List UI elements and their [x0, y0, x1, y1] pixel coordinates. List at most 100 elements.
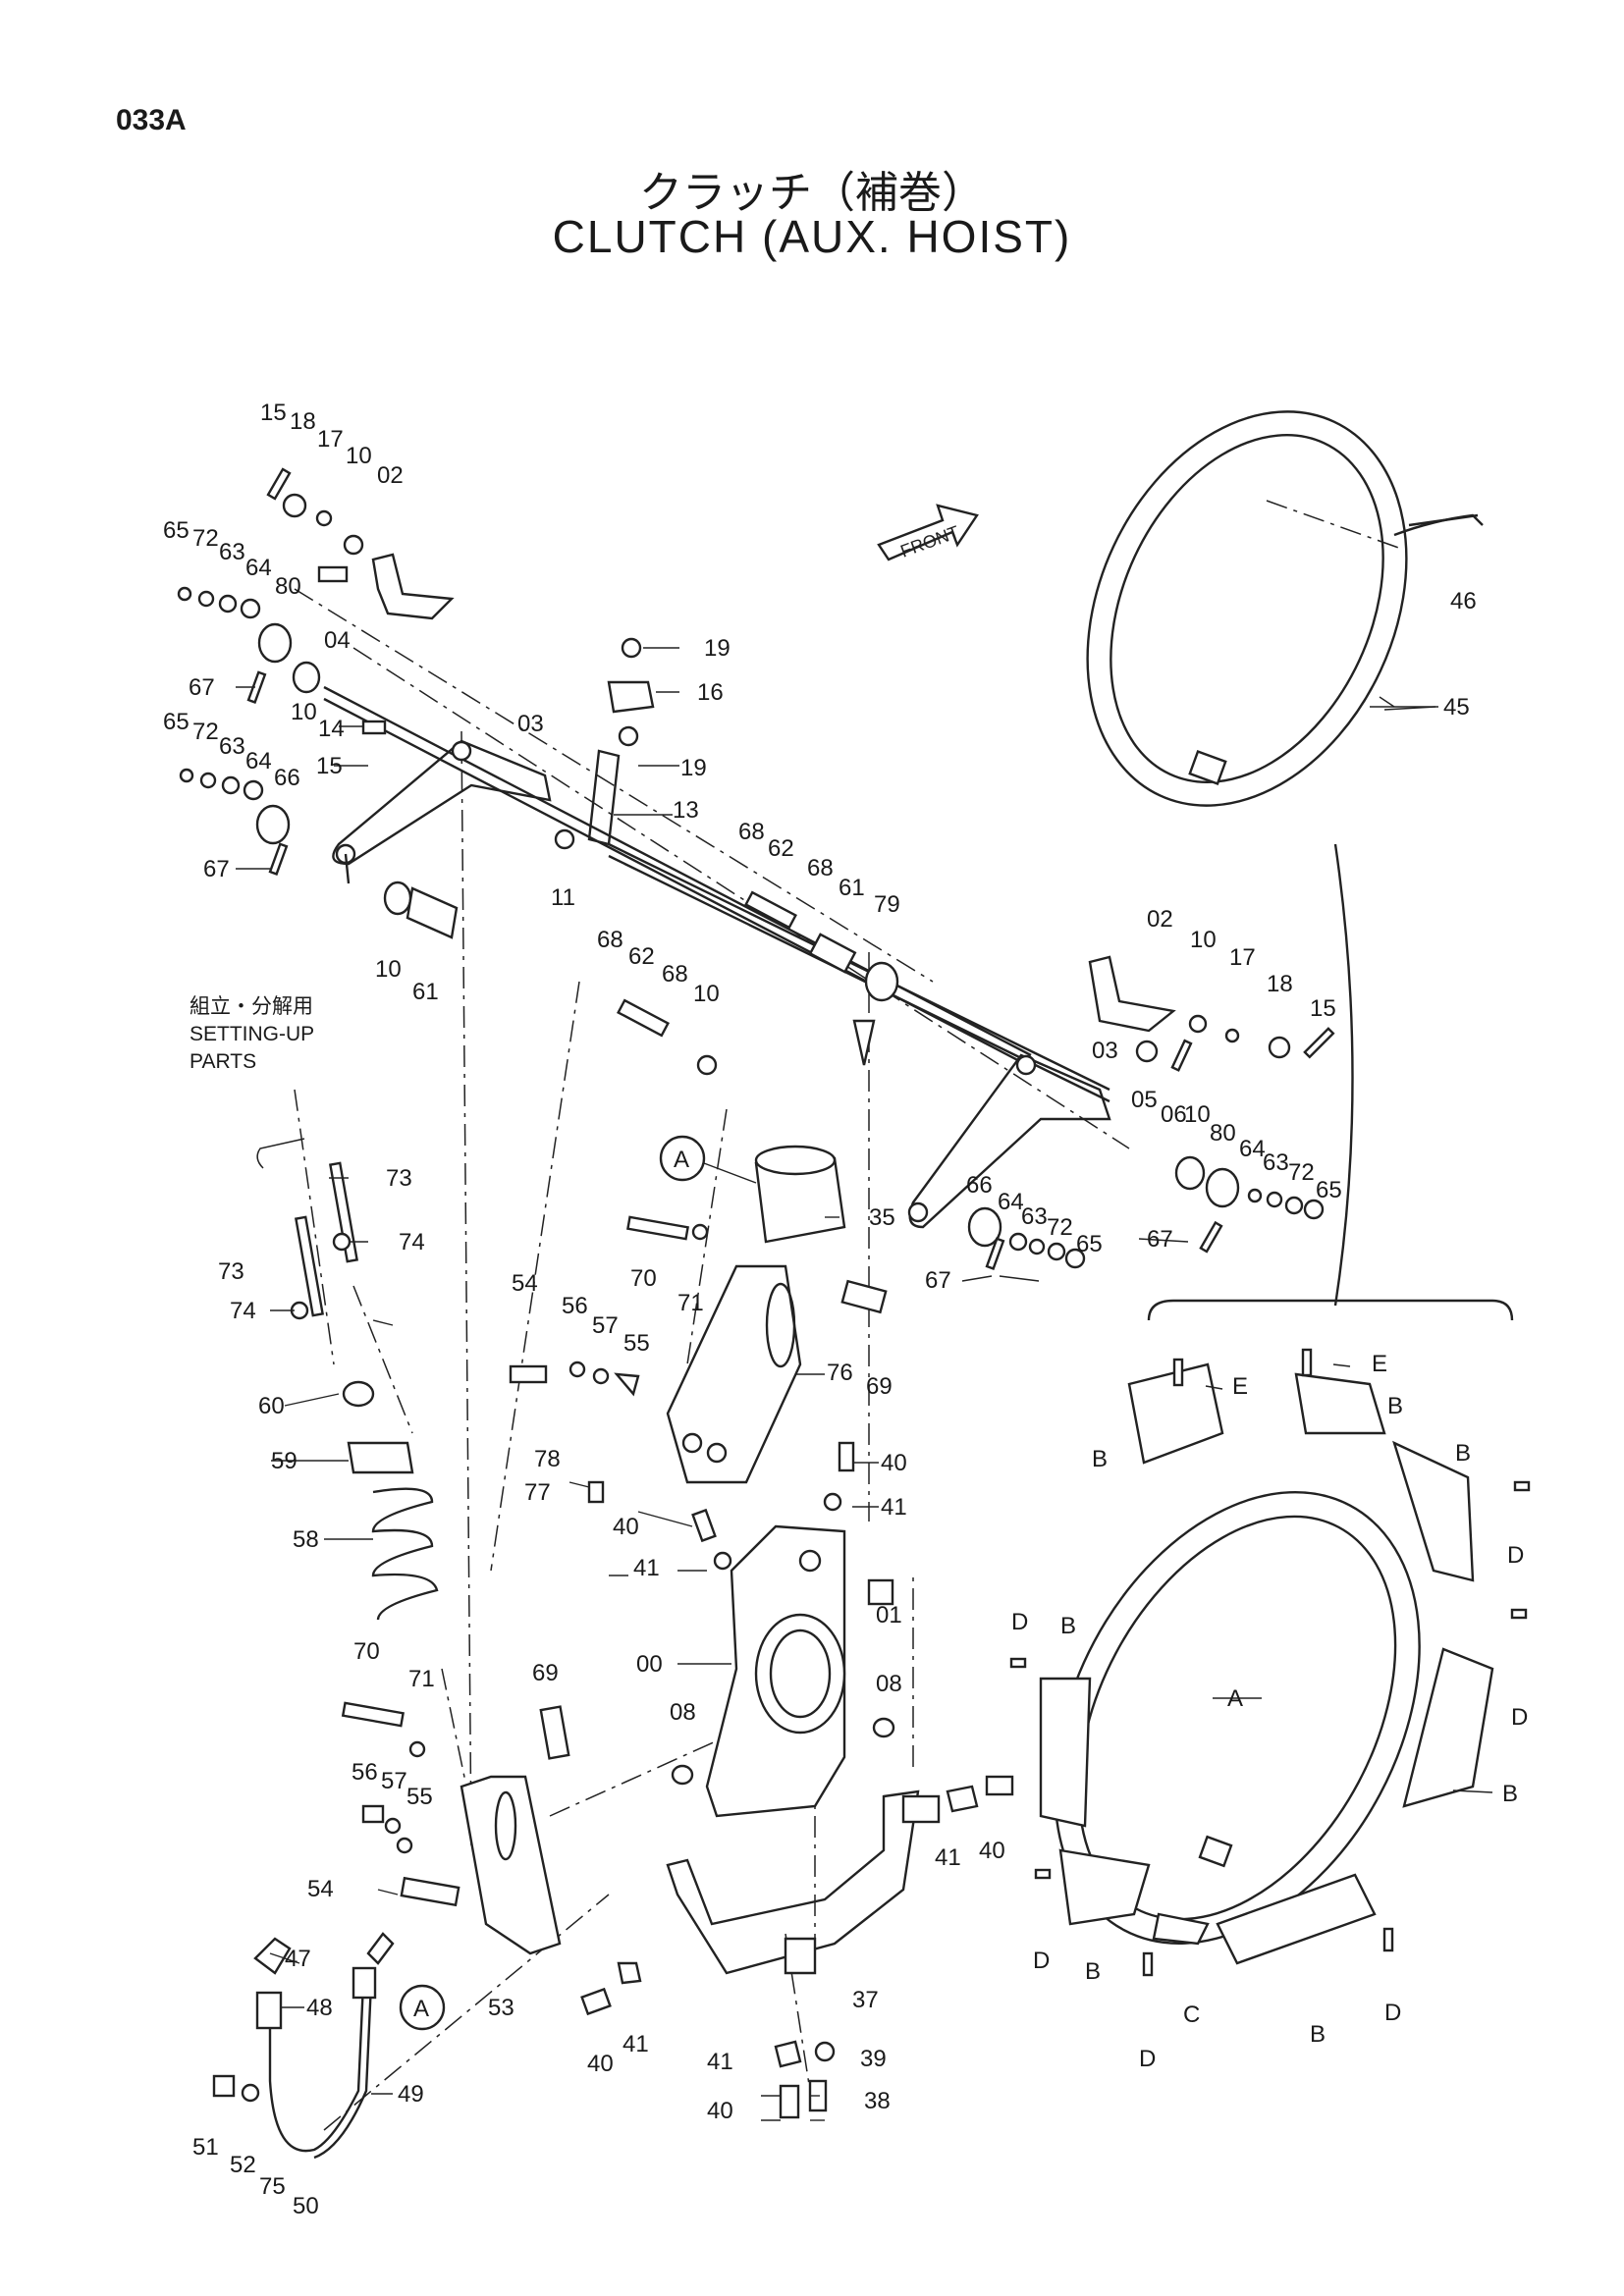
lever-76: [666, 1264, 802, 1484]
callout-71: 71: [677, 1290, 704, 1316]
callout-41: 41: [935, 1844, 961, 1871]
callout-67: 67: [189, 674, 215, 701]
setup-note-en-line1: SETTING-UP: [189, 1023, 315, 1045]
callout-16: 16: [697, 679, 724, 706]
callout-63: 63: [219, 539, 245, 565]
callout-65: 65: [1076, 1231, 1103, 1257]
front-arrow: FRONT: [877, 504, 979, 561]
callout-D: D: [1384, 2000, 1401, 2026]
callout-71: 71: [408, 1666, 435, 1692]
callout-64: 64: [245, 555, 272, 581]
callout-76: 76: [827, 1360, 853, 1386]
callout-B: B: [1310, 2021, 1326, 2048]
callout-E: E: [1232, 1373, 1248, 1400]
callout-66: 66: [274, 765, 300, 791]
callout-B: B: [1060, 1613, 1076, 1639]
hose-49: [253, 1932, 395, 2160]
callout-55: 55: [623, 1330, 650, 1357]
lever-53: [460, 1775, 562, 1955]
callout-74: 74: [399, 1229, 425, 1255]
callout-40: 40: [587, 2051, 614, 2077]
callout-70: 70: [353, 1638, 380, 1665]
callout-04: 04: [324, 627, 351, 654]
callout-40: 40: [613, 1514, 639, 1540]
cross-shafts: [323, 685, 1110, 1103]
callout-80: 80: [275, 573, 301, 600]
callout-03: 03: [1092, 1038, 1118, 1064]
right-lever-03: [907, 1053, 1111, 1229]
callout-B: B: [1502, 1781, 1518, 1807]
callout-40: 40: [881, 1450, 907, 1476]
callout-64: 64: [245, 748, 272, 774]
callout-38: 38: [864, 2088, 891, 2114]
callout-10: 10: [1190, 927, 1217, 953]
callout-67: 67: [1147, 1226, 1173, 1253]
callout-13: 13: [673, 797, 699, 824]
callout-A: A: [1227, 1685, 1243, 1712]
callout-73: 73: [218, 1258, 244, 1285]
bracket-02: [371, 553, 1176, 1033]
callout-69: 69: [866, 1373, 893, 1400]
pedal-37: [666, 1789, 941, 1975]
callout-75: 75: [259, 2173, 286, 2200]
callout-57: 57: [592, 1312, 619, 1339]
callout-D: D: [1139, 2046, 1156, 2072]
callout-18: 18: [290, 408, 316, 435]
callout-48: 48: [306, 1995, 333, 2021]
callout-B: B: [1455, 1440, 1471, 1467]
callout-72: 72: [1047, 1214, 1073, 1241]
callout-74: 74: [230, 1298, 256, 1324]
callout-02: 02: [1147, 906, 1173, 933]
ref-a-marker-upper: A: [674, 1147, 689, 1173]
callout-61: 61: [412, 979, 439, 1005]
callout-67: 67: [203, 856, 230, 882]
callout-72: 72: [192, 719, 219, 745]
callout-73: 73: [386, 1165, 412, 1192]
callout-41: 41: [707, 2049, 733, 2075]
callout-49: 49: [398, 2081, 424, 2108]
callout-50: 50: [293, 2193, 319, 2219]
hardware-parts: [177, 467, 1531, 2119]
callout-08: 08: [670, 1699, 696, 1726]
callout-B: B: [1085, 1958, 1101, 1985]
callout-66: 66: [966, 1172, 993, 1199]
callout-35: 35: [869, 1204, 895, 1231]
callout-45: 45: [1443, 694, 1470, 721]
setup-note-en-line2: PARTS: [189, 1050, 257, 1073]
callout-18: 18: [1267, 971, 1293, 997]
callout-68: 68: [738, 819, 765, 845]
callout-19: 19: [704, 635, 731, 662]
callout-10: 10: [291, 699, 317, 725]
callout-39: 39: [860, 2046, 887, 2072]
callout-37: 37: [852, 1987, 879, 2013]
callout-10: 10: [375, 956, 402, 983]
cylinder-35: [754, 1145, 846, 1244]
setting-up-parts-note: 組立・分解用 SETTING-UP PARTS: [189, 993, 314, 1076]
callout-14: 14: [318, 716, 345, 742]
callout-68: 68: [662, 961, 688, 988]
title-japanese: クラッチ（補巻）: [639, 168, 985, 218]
callout-60: 60: [258, 1393, 285, 1419]
callout-54: 54: [512, 1270, 538, 1297]
leader-lines: [236, 647, 1493, 2121]
callout-68: 68: [807, 855, 834, 881]
callout-78: 78: [534, 1446, 561, 1472]
callout-47: 47: [285, 1946, 311, 1972]
callout-11: 11: [551, 884, 575, 911]
callout-56: 56: [562, 1293, 588, 1319]
callout-06: 06: [1161, 1101, 1187, 1128]
callout-41: 41: [633, 1555, 660, 1581]
callout-55: 55: [406, 1784, 433, 1810]
callout-15: 15: [1310, 995, 1336, 1022]
spring-58: [342, 1380, 439, 1621]
callout-65: 65: [163, 709, 189, 735]
callout-72: 72: [1288, 1159, 1315, 1186]
callout-08: 08: [876, 1671, 902, 1697]
callout-41: 41: [881, 1494, 907, 1521]
page-code: 033A: [116, 104, 187, 136]
callout-79: 79: [874, 891, 900, 918]
callout-51: 51: [192, 2134, 219, 2161]
callout-10: 10: [693, 981, 720, 1007]
